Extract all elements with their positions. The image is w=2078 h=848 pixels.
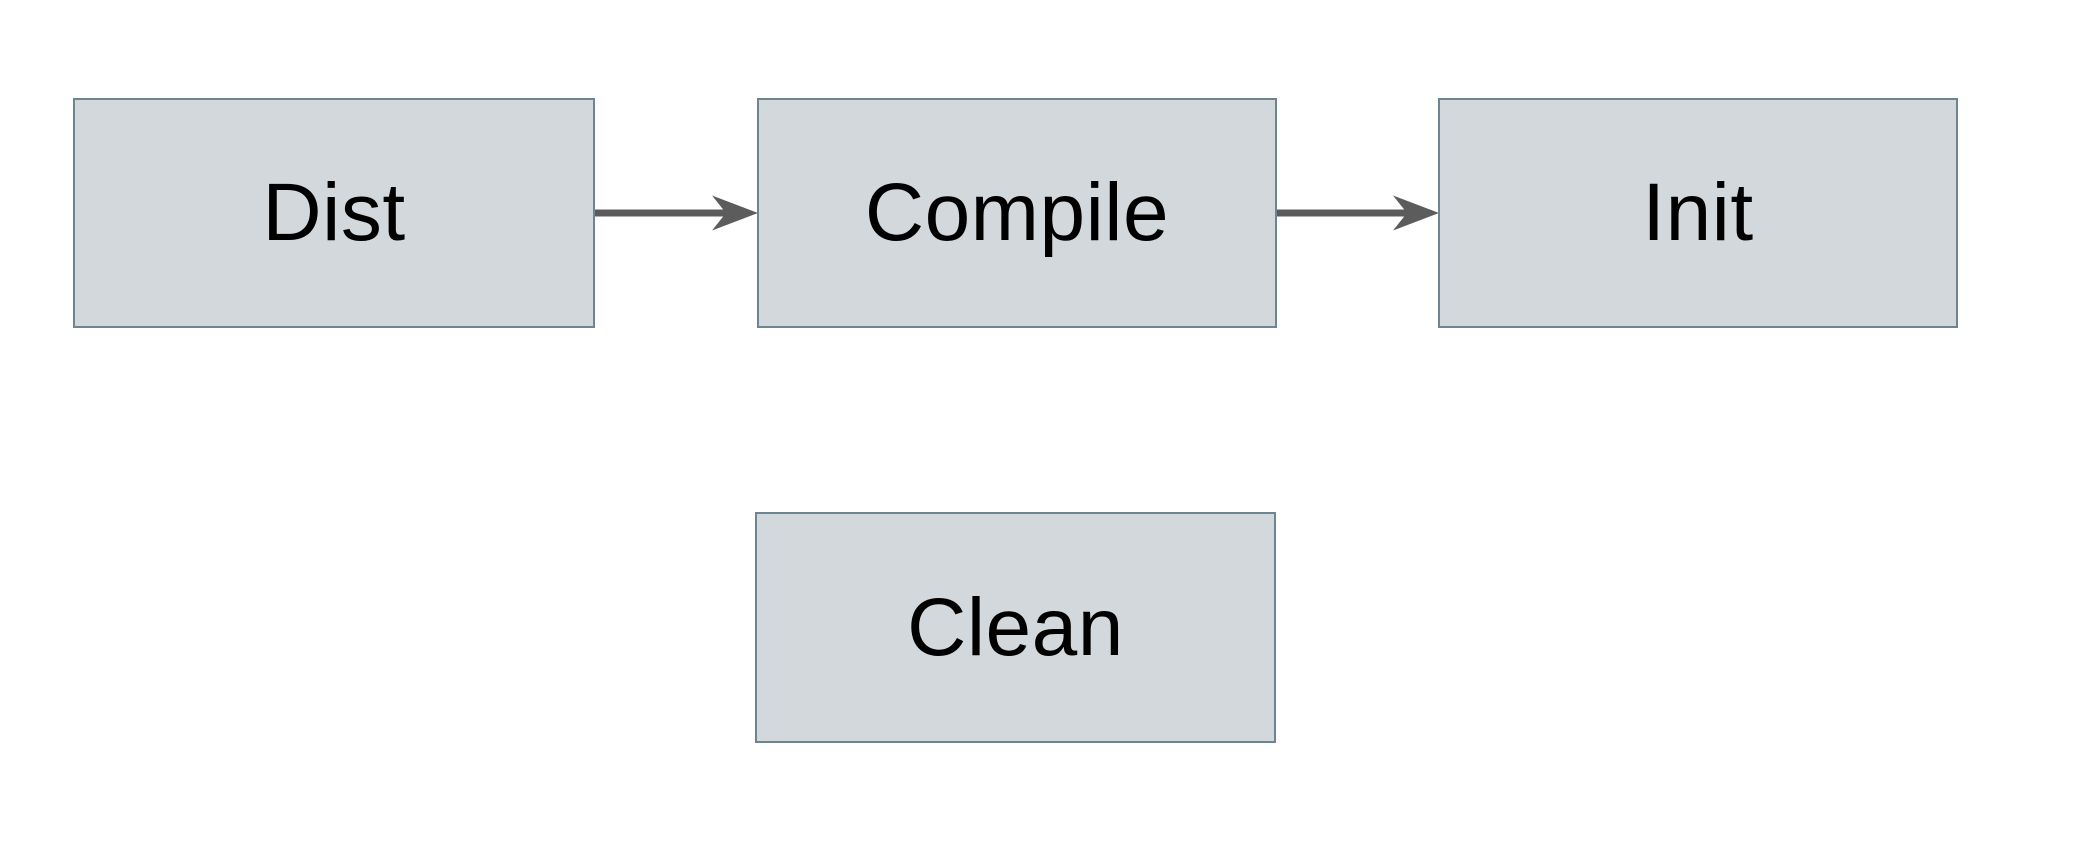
node-compile[interactable]: Compile	[757, 98, 1277, 328]
node-label-clean: Clean	[907, 581, 1124, 673]
arrow-compile-to-init	[1277, 195, 1439, 231]
arrowhead-icon	[1393, 195, 1439, 231]
node-dist[interactable]: Dist	[73, 98, 595, 328]
node-label-dist: Dist	[262, 167, 406, 258]
node-label-compile: Compile	[864, 167, 1170, 258]
node-init[interactable]: Init	[1438, 98, 1958, 328]
node-clean[interactable]: Clean	[755, 512, 1276, 743]
arrow-dist-to-compile	[595, 195, 758, 231]
arrowhead-icon	[712, 195, 758, 231]
node-label-init: Init	[1642, 167, 1754, 258]
